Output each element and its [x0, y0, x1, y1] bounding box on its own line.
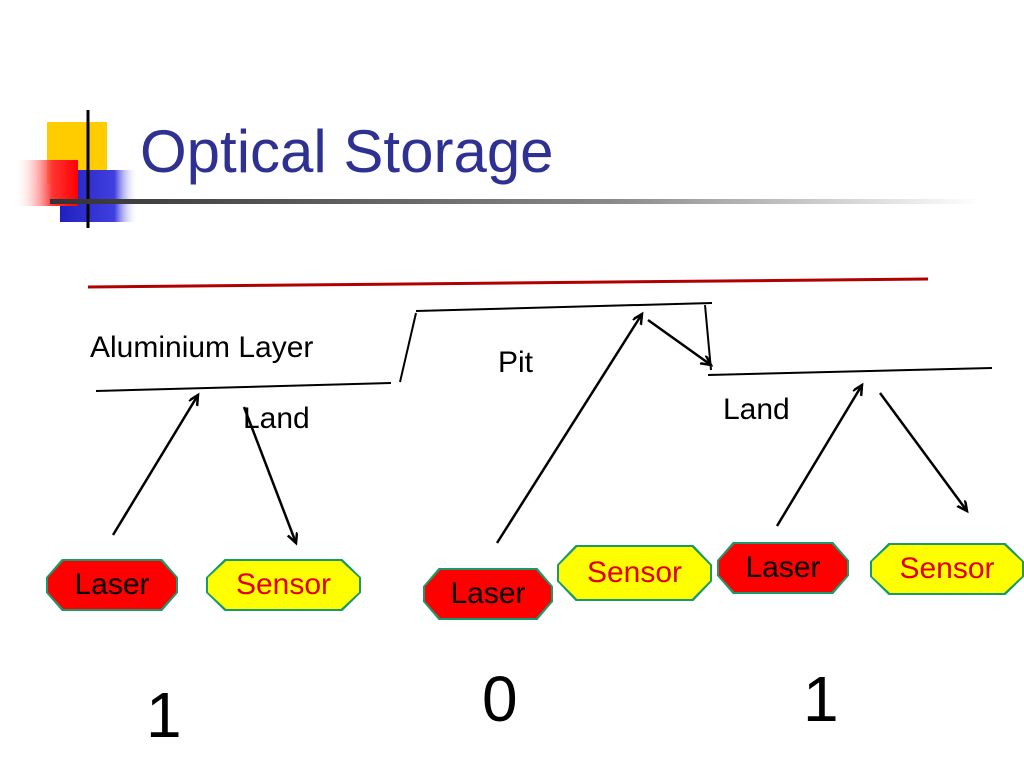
sensor-1-label: Sensor — [235, 568, 332, 601]
logo-red-square — [14, 160, 78, 206]
beam-arrow-laser-1 — [111, 395, 198, 536]
title-underline — [50, 199, 980, 204]
land-label-right: Land — [723, 393, 790, 426]
laser-2: Laser — [423, 568, 553, 620]
sensor-2: Sensor — [557, 545, 712, 601]
sensor-2-label: Sensor — [586, 556, 683, 589]
pit-wall-left — [399, 312, 417, 383]
sensor-3: Sensor — [870, 543, 1024, 595]
land-label-left: Land — [243, 402, 310, 435]
laser-2-label: Laser — [450, 577, 526, 610]
land-surface-right — [707, 367, 993, 376]
sensor-1: Sensor — [206, 559, 361, 611]
laser-1-label: Laser — [74, 568, 150, 601]
pit-label: Pit — [498, 346, 534, 379]
land-surface-left — [95, 382, 392, 392]
laser-3: Laser — [717, 542, 849, 594]
pit-surface — [415, 302, 713, 312]
laser-3-label: Laser — [745, 551, 821, 584]
beam-arrow-laser-2 — [495, 314, 642, 544]
aluminium-layer-label: Aluminium Layer — [90, 331, 314, 364]
beam-arrow-reflect-1 — [242, 406, 296, 543]
protective-layer-line — [87, 277, 929, 289]
page-title: Optical Storage — [140, 118, 554, 185]
beam-arrow-reflect-3 — [878, 392, 967, 511]
bit-value-3: 1 — [803, 663, 839, 735]
sensor-3-label: Sensor — [899, 552, 995, 585]
bit-value-1: 1 — [146, 679, 182, 751]
bit-value-2: 0 — [482, 663, 518, 735]
laser-1: Laser — [46, 559, 178, 611]
beam-arrow-laser-3 — [775, 385, 862, 527]
beam-arrow-reflect-2 — [647, 318, 711, 365]
